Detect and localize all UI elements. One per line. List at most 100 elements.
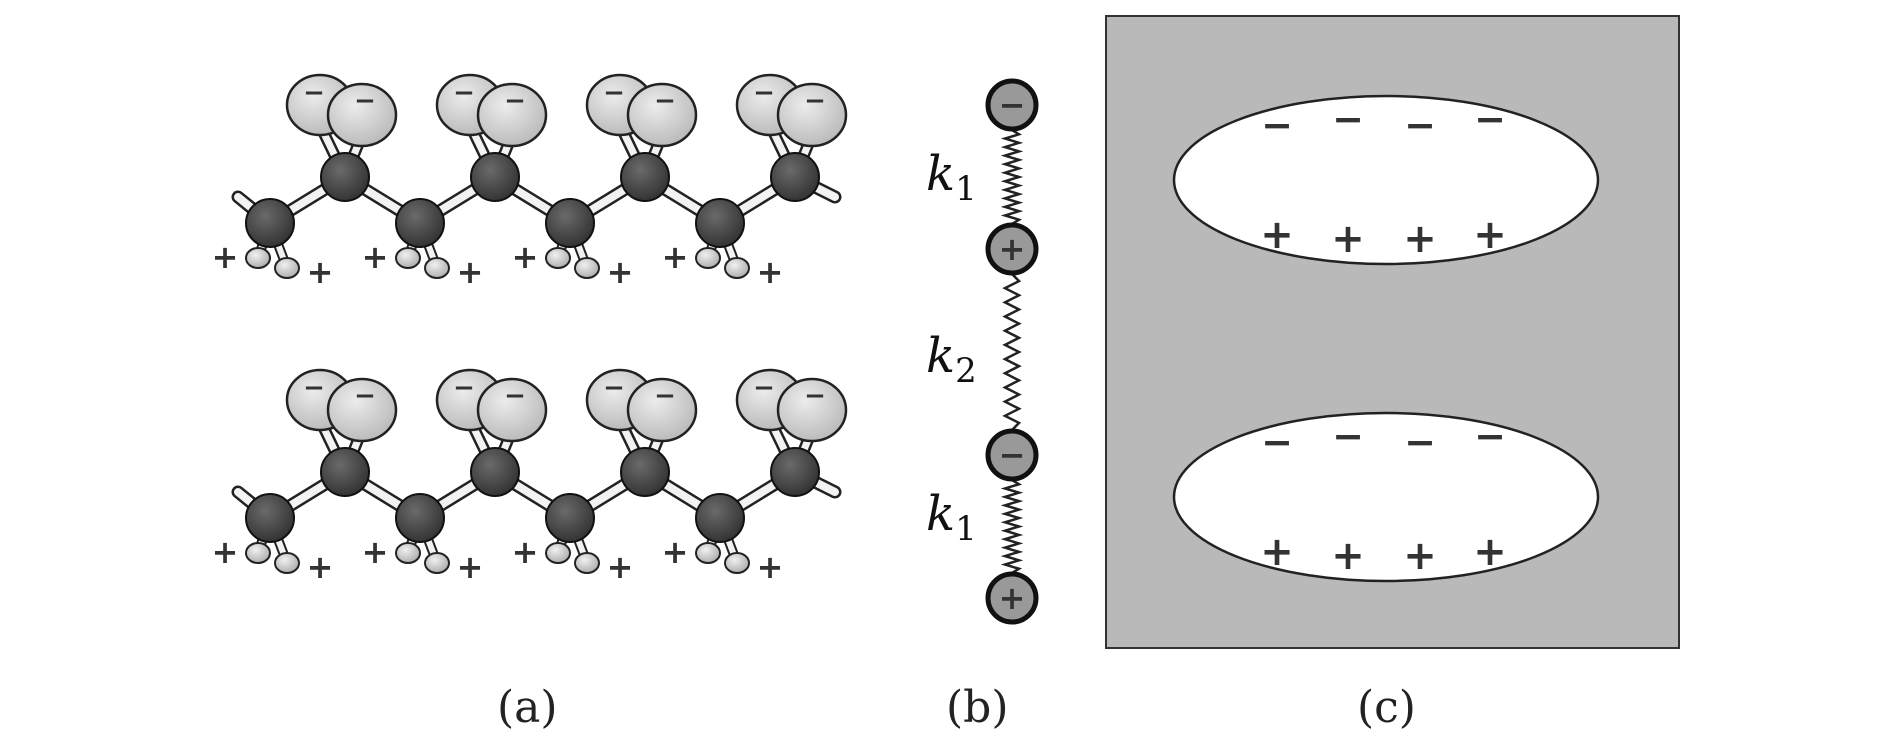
charge-bead	[985, 428, 1039, 482]
negative-charge-sign: −	[603, 78, 625, 108]
positive-charge-sign: +	[999, 579, 1026, 617]
charge-bead	[985, 78, 1039, 132]
negative-atom	[776, 377, 848, 443]
spring-subscript: 1	[955, 509, 977, 549]
positive-atom	[424, 257, 450, 279]
spring-constant-label: k2	[926, 328, 977, 391]
positive-atom	[395, 247, 421, 269]
positive-charge-sign: +	[457, 548, 484, 586]
positive-atom	[245, 542, 271, 564]
positive-charge-sign: +	[512, 238, 539, 276]
positive-atom	[724, 552, 750, 574]
spring-subscript: 1	[955, 169, 977, 209]
negative-atom	[776, 82, 848, 148]
positive-charge-sign: +	[1331, 216, 1365, 262]
negative-charge-sign: −	[603, 373, 625, 403]
positive-charge-sign: +	[1260, 529, 1294, 575]
positive-charge-sign: +	[212, 238, 239, 276]
carbon-atom	[770, 152, 820, 202]
carbon-atom	[620, 447, 670, 497]
spring-k1-top	[1000, 128, 1024, 226]
negative-charge-sign: −	[354, 381, 376, 411]
positive-atom	[574, 552, 600, 574]
caption-a: (a)	[497, 682, 558, 733]
negative-charge-sign: −	[1261, 103, 1293, 147]
positive-charge-sign: +	[1473, 529, 1507, 575]
carbon-atom	[545, 493, 595, 543]
spring-symbol: k	[926, 328, 955, 384]
negative-charge-sign: −	[1474, 414, 1506, 458]
positive-charge-sign: +	[1403, 533, 1437, 579]
carbon-atom	[245, 493, 295, 543]
negative-charge-sign: −	[504, 381, 526, 411]
positive-atom	[695, 247, 721, 269]
carbon-atom	[695, 493, 745, 543]
polymer-chain-2: −−++−−++−−++−−++	[212, 368, 848, 586]
positive-charge-sign: +	[362, 533, 389, 571]
positive-charge-sign: +	[362, 238, 389, 276]
carbon-atom	[320, 447, 370, 497]
spring-symbol: k	[926, 146, 955, 202]
negative-atom	[476, 82, 548, 148]
negative-atom	[476, 377, 548, 443]
positive-atom	[574, 257, 600, 279]
carbon-atom	[245, 198, 295, 248]
spring-constant-label: k1	[926, 146, 977, 209]
spring-constant-label: k1	[926, 486, 977, 549]
negative-charge-sign: −	[1404, 103, 1436, 147]
negative-charge-sign: −	[1332, 414, 1364, 458]
positive-atom	[274, 257, 300, 279]
negative-charge-sign: −	[1474, 97, 1506, 141]
positive-charge-sign: +	[662, 533, 689, 571]
positive-charge-sign: +	[512, 533, 539, 571]
negative-charge-sign: −	[453, 373, 475, 403]
polymer-chain-1: −−++−−++−−++−−++	[212, 73, 848, 291]
carbon-atom	[620, 152, 670, 202]
positive-charge-sign: +	[1403, 216, 1437, 262]
positive-charge-sign: +	[307, 253, 334, 291]
negative-charge-sign: −	[1332, 97, 1364, 141]
spring-symbol: k	[926, 486, 955, 542]
panel-c-charge-ellipses: −−−−++++−−−−++++	[1105, 15, 1680, 649]
positive-charge-sign: +	[757, 548, 784, 586]
negative-charge-sign: −	[303, 373, 325, 403]
negative-charge-sign: −	[654, 381, 676, 411]
positive-charge-sign: +	[607, 253, 634, 291]
positive-charge-sign: +	[607, 548, 634, 586]
negative-charge-sign: −	[753, 373, 775, 403]
carbon-atom	[395, 198, 445, 248]
negative-charge-sign: −	[1404, 420, 1436, 464]
negative-charge-sign: −	[654, 86, 676, 116]
negative-atom	[626, 377, 698, 443]
carbon-atom	[320, 152, 370, 202]
positive-charge-sign: +	[1473, 212, 1507, 258]
negative-charge-sign: −	[1261, 420, 1293, 464]
negative-charge-sign: −	[804, 86, 826, 116]
negative-charge-sign: −	[753, 78, 775, 108]
charge-ellipse-2	[1172, 411, 1600, 583]
negative-charge-sign: −	[303, 78, 325, 108]
carbon-atom	[545, 198, 595, 248]
caption-b: (b)	[946, 682, 1009, 733]
charge-bead	[985, 222, 1039, 276]
positive-atom	[424, 552, 450, 574]
caption-c: (c)	[1357, 682, 1416, 733]
panel-a-polymer-chains: −−++−−++−−++−−++−−++−−++−−++−−++	[212, 73, 848, 586]
positive-charge-sign: +	[212, 533, 239, 571]
positive-charge-sign: +	[999, 230, 1026, 268]
spring-subscript: 2	[955, 351, 977, 391]
positive-charge-sign: +	[307, 548, 334, 586]
positive-charge-sign: +	[1331, 533, 1365, 579]
positive-atom	[395, 542, 421, 564]
negative-charge-sign: −	[504, 86, 526, 116]
carbon-atom	[770, 447, 820, 497]
spring-k2	[1002, 273, 1022, 431]
positive-charge-sign: +	[457, 253, 484, 291]
negative-atom	[326, 377, 398, 443]
positive-atom	[695, 542, 721, 564]
negative-charge-sign: −	[999, 436, 1026, 474]
positive-atom	[545, 247, 571, 269]
carbon-atom	[695, 198, 745, 248]
